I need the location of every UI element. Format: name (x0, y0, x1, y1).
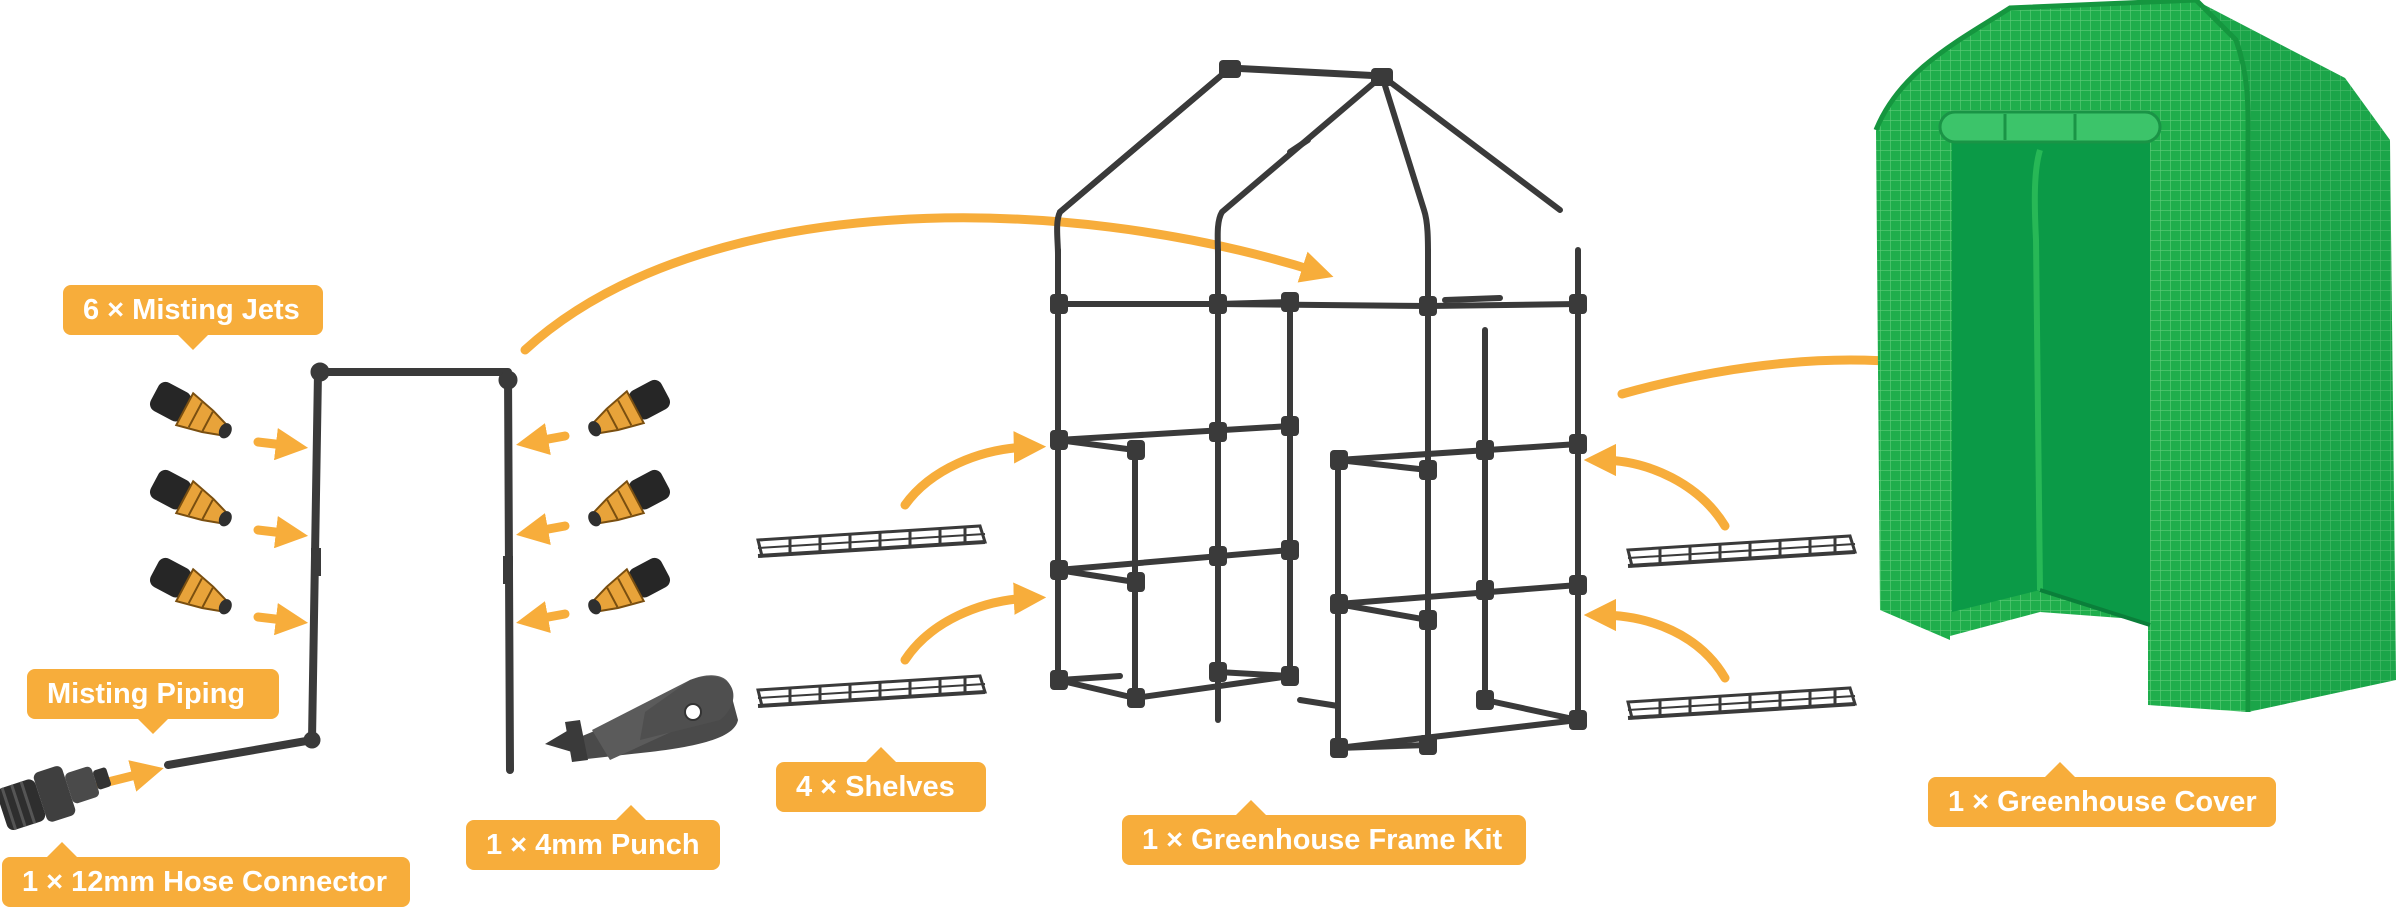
label-frame-kit: 1 × Greenhouse Frame Kit (1122, 800, 1526, 865)
arrow-shelf-4-to-frame (1583, 598, 1730, 683)
arrow-shelf-1-to-frame (900, 431, 1047, 510)
arrows (95, 213, 2126, 792)
misting-jet-left-1 (149, 381, 232, 439)
misting-piping-illustration (164, 362, 518, 774)
label-frame-kit-text: 1 × Greenhouse Frame Kit (1142, 824, 1503, 856)
arrow-jet-right-1 (516, 423, 570, 456)
arrow-jet-left-2 (253, 516, 309, 549)
arrow-jet-right-2 (516, 513, 570, 546)
label-punch: 1 × 4mm Punch (466, 805, 720, 870)
shelves-illustration-right (1626, 534, 1858, 720)
label-cover-text: 1 × Greenhouse Cover (1948, 786, 2257, 818)
arrow-jet-right-3 (516, 601, 570, 634)
label-misting-piping-text: Misting Piping (47, 678, 246, 710)
shelf-4 (1626, 686, 1858, 720)
shelf-1 (756, 524, 988, 558)
label-misting-jets-pointer (177, 334, 209, 350)
label-shelves-text: 4 × Shelves (796, 771, 955, 803)
misting-jet-left-3 (149, 557, 232, 615)
shelf-2 (756, 674, 988, 708)
label-shelves-pointer (865, 747, 897, 763)
label-shelves: 4 × Shelves (776, 747, 986, 812)
greenhouse-frame-illustration (1054, 64, 1581, 751)
frame-connectors (1050, 60, 1587, 758)
label-hose-connector-pointer (46, 842, 78, 858)
misting-jets-illustration (149, 379, 671, 615)
label-misting-piping-pointer (137, 718, 169, 734)
label-misting-piping: Misting Piping (27, 669, 279, 734)
shelf-3 (1626, 534, 1858, 568)
punch-illustration (545, 675, 738, 762)
misting-jet-right-1 (588, 379, 671, 437)
arrow-jet-left-1 (253, 428, 309, 461)
misting-jet-right-3 (588, 557, 671, 615)
label-cover-pointer (2044, 762, 2077, 778)
arrow-shelf-3-to-frame (1583, 443, 1730, 531)
label-punch-pointer (615, 805, 648, 821)
arrow-piping-to-frame (520, 213, 1334, 355)
arrow-jet-left-3 (253, 603, 309, 636)
misting-jet-right-2 (588, 469, 671, 527)
label-hose-connector: 1 × 12mm Hose Connector (2, 842, 410, 907)
label-cover: 1 × Greenhouse Cover (1928, 762, 2276, 827)
greenhouse-cover-illustration (1873, 0, 2396, 712)
label-misting-jets-text: 6 × Misting Jets (83, 294, 300, 326)
label-misting-jets: 6 × Misting Jets (63, 285, 323, 350)
label-punch-text: 1 × 4mm Punch (486, 829, 700, 861)
label-frame-kit-pointer (1235, 800, 1268, 816)
arrow-shelf-2-to-frame (900, 582, 1047, 665)
shelves-illustration-left (756, 524, 988, 708)
label-hose-connector-text: 1 × 12mm Hose Connector (22, 866, 388, 898)
misting-jet-left-2 (149, 469, 232, 527)
hose-connector-illustration (0, 766, 112, 831)
